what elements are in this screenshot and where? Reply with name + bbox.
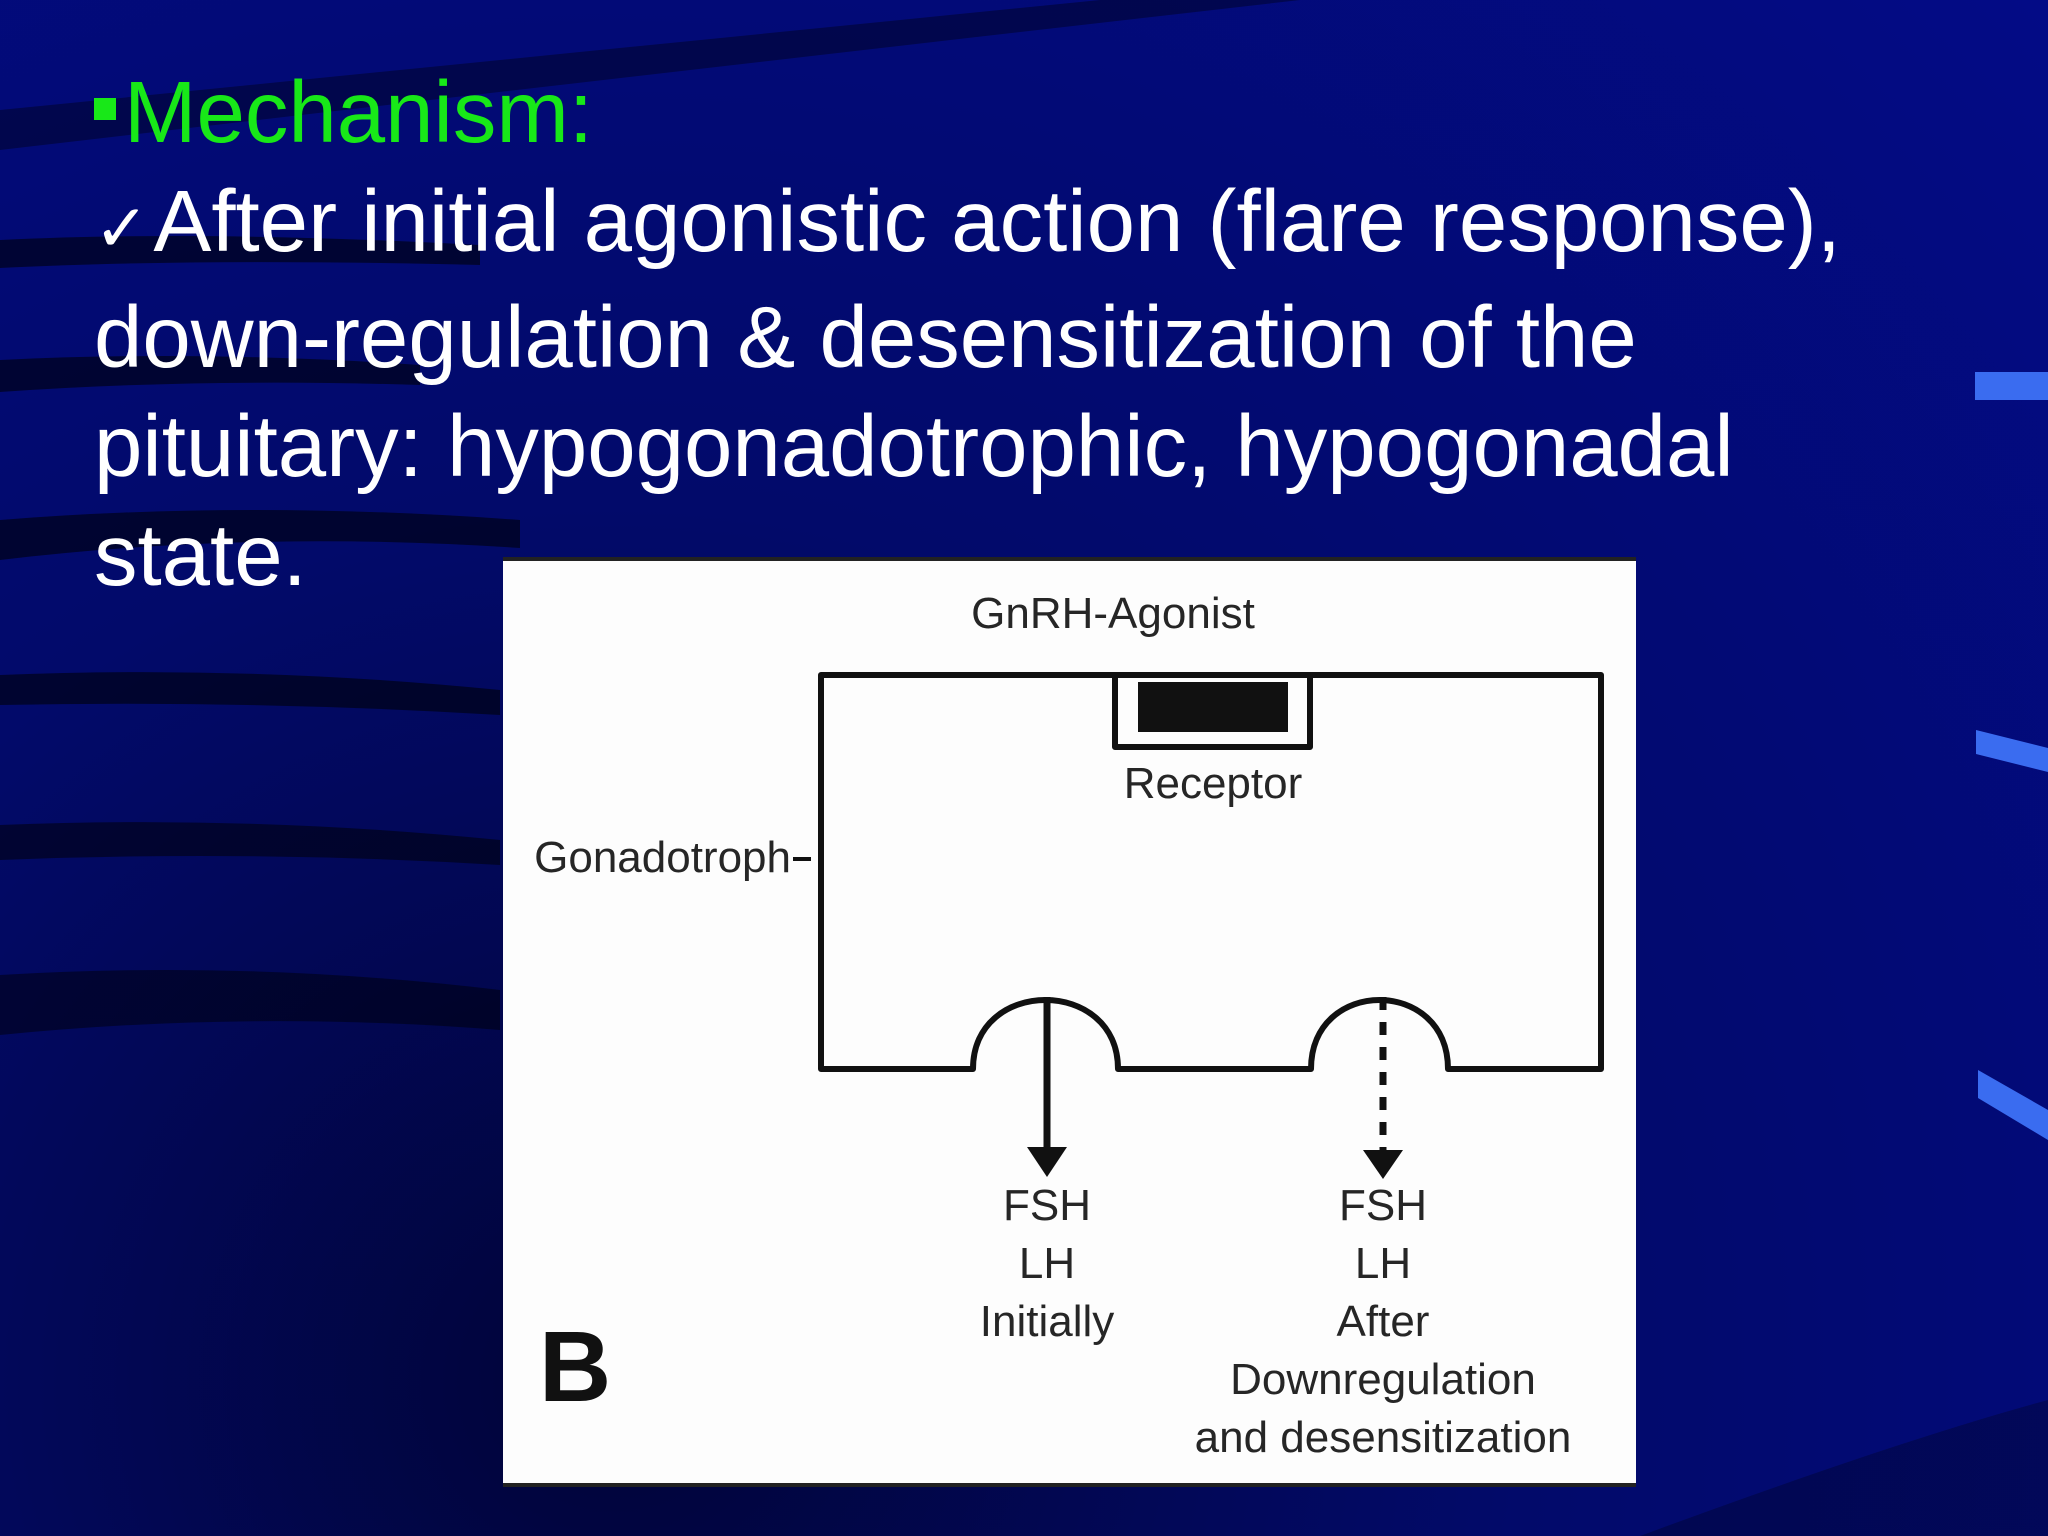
receptor-bound-agonist <box>1138 682 1288 732</box>
gonadotroph-label: Gonadotroph <box>534 833 791 882</box>
initial-release-arrowhead <box>1027 1147 1067 1177</box>
panel-letter-b: B <box>539 1311 612 1423</box>
heading-text: Mechanism: <box>124 64 593 161</box>
reduced-release-arrowhead <box>1363 1150 1403 1179</box>
after-lh-label: LH <box>1354 1239 1412 1288</box>
initial-fsh-label: FSH <box>1003 1181 1091 1230</box>
body-line-4: state. <box>94 507 307 604</box>
initial-output-label: FSH LH Initially <box>887 1177 1207 1351</box>
gonadotroph-cell-outline <box>818 672 1604 1072</box>
body-line-2: down-regulation & desensitization of the <box>94 289 1637 386</box>
checkmark-icon: ✓ <box>94 190 150 267</box>
mechanism-heading: Mechanism: <box>94 58 1994 167</box>
receptor-label: Receptor <box>1123 759 1303 808</box>
initially-label: Initially <box>979 1297 1115 1346</box>
slide-text-block: Mechanism: ✓After initial agonistic acti… <box>94 58 1994 610</box>
after-output-label: FSH LH After Downregulation and desensit… <box>1143 1177 1623 1467</box>
desensitization-label: and desensitization <box>1194 1413 1572 1462</box>
green-square-bullet-icon <box>94 98 116 121</box>
gnrh-agonist-diagram: GnRH-Agonist Receptor Gonadotroph FSH LH… <box>503 557 1636 1487</box>
after-fsh-label: FSH <box>1339 1181 1427 1230</box>
initial-lh-label: LH <box>1018 1239 1076 1288</box>
body-line-3: pituitary: hypogonadotrophic, hypogonada… <box>94 398 1734 495</box>
downregulation-label: Downregulation <box>1230 1355 1536 1404</box>
diagram-drawing <box>503 557 1636 1487</box>
gnrh-agonist-label: GnRH-Agonist <box>971 589 1255 638</box>
body-line-1-text: After initial agonistic action (flare re… <box>153 173 1841 270</box>
body-line-1: ✓After initial agonistic action (flare r… <box>94 167 1994 283</box>
after-label: After <box>1336 1297 1430 1346</box>
